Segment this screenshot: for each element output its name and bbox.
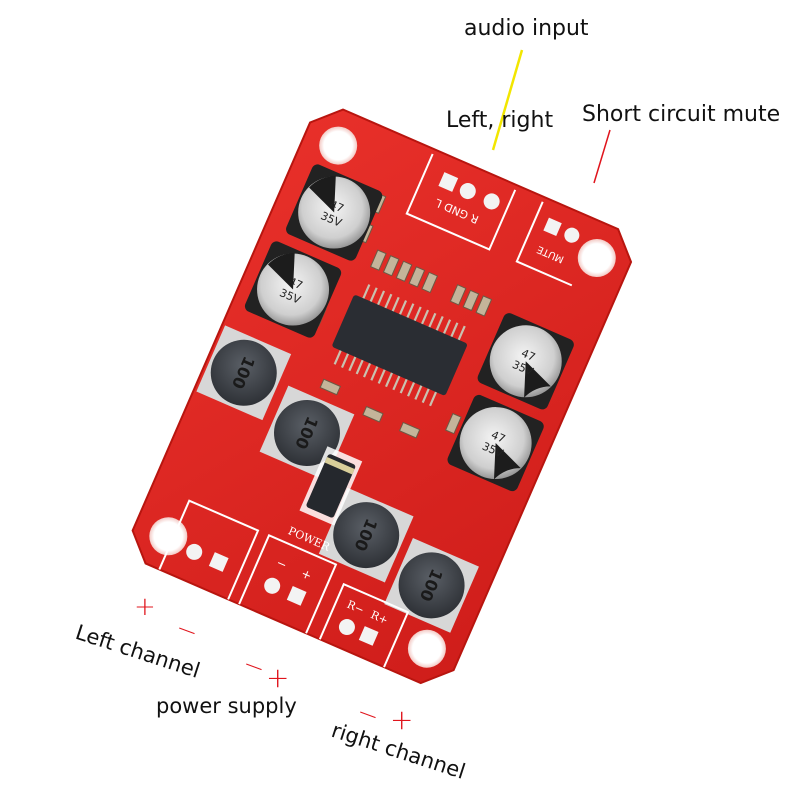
capacitor-marking: 47 <box>328 198 346 216</box>
capacitor-right-lower: 47 35V <box>447 394 544 492</box>
capacitor-mid-left: 47 35V <box>244 241 342 338</box>
audio-input-label: audio input <box>464 16 589 41</box>
power-plus-sign: + <box>266 661 290 694</box>
right-minus-label: R− <box>345 598 366 617</box>
inductor-right-1: 100 <box>318 487 414 583</box>
short-circuit-mute-label: Short circuit mute <box>582 102 781 127</box>
left-right-label: Left, right <box>446 108 554 133</box>
mute-pointer <box>593 129 611 184</box>
capacitor-marking: 47 <box>287 275 305 293</box>
mounting-hole-top-right <box>577 239 616 278</box>
pcb-board: R GND L MUTE <box>131 108 633 685</box>
power-diode <box>299 446 363 526</box>
audio-input-pointer <box>491 49 524 151</box>
mounting-hole-bottom-right <box>407 629 446 668</box>
capacitor-right-upper: 47 35V <box>477 313 574 410</box>
inductor-left-1: 100 <box>196 325 292 421</box>
right-plus-label: R+ <box>369 608 390 627</box>
right-channel-terminal: R− R+ <box>318 582 410 668</box>
left-channel-plus-sign: + <box>134 592 156 622</box>
left-channel-terminal <box>158 499 260 600</box>
capacitor-marking: 47 <box>489 428 507 446</box>
inductor-right-2: 100 <box>384 537 479 633</box>
amplifier-ic-chip <box>332 284 467 407</box>
capacitor-marking: 47 <box>519 347 537 365</box>
pcb-outline <box>131 108 633 685</box>
right-channel-plus-sign: + <box>390 703 414 736</box>
capacitor-top-left: 47 35V <box>286 164 383 261</box>
mounting-hole-top-left <box>319 126 358 165</box>
power-supply-label: power supply <box>156 694 297 718</box>
